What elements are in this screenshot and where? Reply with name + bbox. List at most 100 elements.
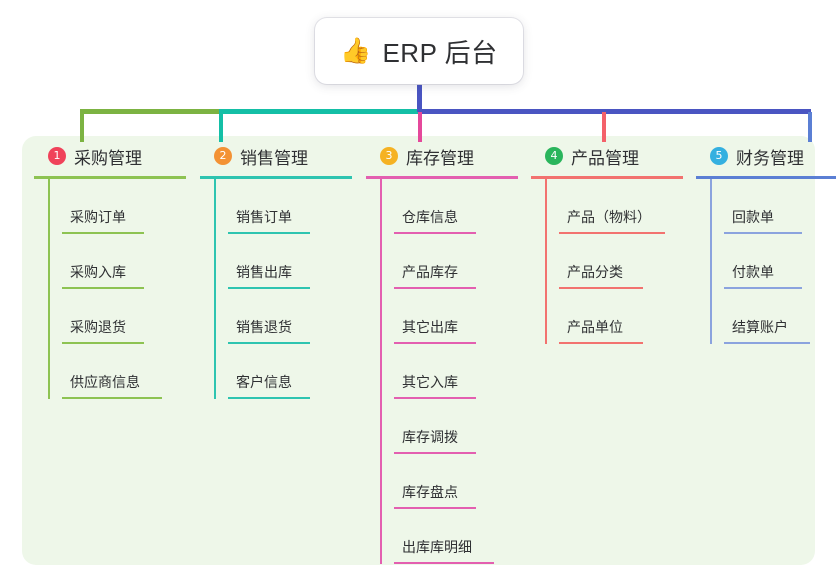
branch-spine-3 xyxy=(380,179,382,564)
leaf-item-label: 销售出库 xyxy=(236,264,292,280)
leaf-item-underline xyxy=(394,342,476,344)
leaf-item-underline xyxy=(228,232,310,234)
leaf-item[interactable]: 库存盘点 xyxy=(380,454,518,509)
leaf-item[interactable]: 采购订单 xyxy=(48,179,186,234)
leaf-item-underline xyxy=(62,232,144,234)
branch-header-2[interactable]: 2 销售管理 xyxy=(200,142,352,170)
root-node-content: 👍 ERP 后台 xyxy=(340,33,497,70)
root-node[interactable]: 👍 ERP 后台 xyxy=(315,18,523,84)
branch-column-1: 1 采购管理采购订单采购入库采购退货供应商信息 xyxy=(34,142,186,399)
branches-panel xyxy=(22,136,815,565)
leaf-item-label: 库存调拨 xyxy=(402,429,458,445)
branch-badge-2: 2 xyxy=(214,147,232,165)
leaf-item[interactable]: 产品单位 xyxy=(545,289,683,344)
leaf-item-underline xyxy=(559,342,643,344)
branch-spine-5 xyxy=(710,179,712,344)
branch-title-3: 库存管理 xyxy=(406,148,474,168)
branch-header-4[interactable]: 4 产品管理 xyxy=(531,142,683,170)
leaf-item-label: 付款单 xyxy=(732,264,774,280)
leaf-item-label: 采购退货 xyxy=(70,319,126,335)
leaf-item[interactable]: 采购入库 xyxy=(48,234,186,289)
leaf-item-label: 采购订单 xyxy=(70,209,126,225)
leaf-item-label: 出库库明细 xyxy=(402,539,472,555)
leaf-item[interactable]: 产品库存 xyxy=(380,234,518,289)
branch-column-5: 5 财务管理回款单付款单结算账户 xyxy=(696,142,836,344)
leaf-item-underline xyxy=(228,397,310,399)
leaf-item[interactable]: 销售订单 xyxy=(214,179,352,234)
branch-header-5[interactable]: 5 财务管理 xyxy=(696,142,836,170)
branch-underline-2 xyxy=(200,176,352,179)
leaf-item[interactable]: 库存调拨 xyxy=(380,399,518,454)
leaf-item-underline xyxy=(724,287,802,289)
branch-stub-5 xyxy=(808,112,812,142)
leaf-item[interactable]: 出库库明细 xyxy=(380,509,518,564)
leaf-item[interactable]: 供应商信息 xyxy=(48,344,186,399)
leaf-item-underline xyxy=(394,452,476,454)
branch-stub-3 xyxy=(418,112,422,142)
branch-title-2: 销售管理 xyxy=(240,148,308,168)
leaf-item-label: 销售订单 xyxy=(236,209,292,225)
leaf-item[interactable]: 仓库信息 xyxy=(380,179,518,234)
branch-stub-1 xyxy=(80,112,84,142)
leaf-item-label: 回款单 xyxy=(732,209,774,225)
leaf-item[interactable]: 结算账户 xyxy=(710,289,836,344)
branch-spine-4 xyxy=(545,179,547,344)
branch-items-2: 销售订单销售出库销售退货客户信息 xyxy=(200,179,352,399)
thumbs-up-icon: 👍 xyxy=(340,36,372,65)
leaf-item[interactable]: 销售出库 xyxy=(214,234,352,289)
branch-stub-4 xyxy=(602,112,606,142)
leaf-item-label: 客户信息 xyxy=(236,374,292,390)
leaf-item-underline xyxy=(228,287,310,289)
root-node-title: ERP 后台 xyxy=(382,37,498,68)
leaf-item-label: 仓库信息 xyxy=(402,209,458,225)
root-trunk-connector xyxy=(417,80,422,112)
branch-underline-1 xyxy=(34,176,186,179)
leaf-item-label: 产品（物料） xyxy=(567,209,651,225)
branch-column-4: 4 产品管理产品（物料） 产品分类产品单位 xyxy=(531,142,683,344)
leaf-item-underline xyxy=(394,232,476,234)
leaf-item-label: 其它出库 xyxy=(402,319,458,335)
branch-items-5: 回款单付款单结算账户 xyxy=(696,179,836,344)
leaf-item-underline xyxy=(62,342,144,344)
leaf-item[interactable]: 产品（物料） xyxy=(545,179,683,234)
branch-badge-1: 1 xyxy=(48,147,66,165)
branch-title-1: 采购管理 xyxy=(74,148,142,168)
leaf-item[interactable]: 销售退货 xyxy=(214,289,352,344)
leaf-item[interactable]: 其它出库 xyxy=(380,289,518,344)
bus-segment-1 xyxy=(80,109,220,114)
branch-column-2: 2 销售管理销售订单销售出库销售退货客户信息 xyxy=(200,142,352,399)
branch-items-3: 仓库信息产品库存其它出库其它入库库存调拨库存盘点出库库明细 xyxy=(366,179,518,564)
branch-title-4: 产品管理 xyxy=(571,148,639,168)
branch-underline-5 xyxy=(696,176,836,179)
leaf-item-underline xyxy=(394,287,476,289)
branch-items-4: 产品（物料） 产品分类产品单位 xyxy=(531,179,683,344)
leaf-item-underline xyxy=(394,562,494,564)
branch-badge-4: 4 xyxy=(545,147,563,165)
leaf-item[interactable]: 产品分类 xyxy=(545,234,683,289)
leaf-item[interactable]: 客户信息 xyxy=(214,344,352,399)
branch-underline-3 xyxy=(366,176,518,179)
leaf-item-underline xyxy=(62,397,162,399)
branch-spine-1 xyxy=(48,179,50,399)
leaf-item-label: 结算账户 xyxy=(732,319,788,335)
leaf-item-underline xyxy=(724,342,810,344)
leaf-item-underline xyxy=(62,287,144,289)
leaf-item-label: 供应商信息 xyxy=(70,374,140,390)
leaf-item[interactable]: 付款单 xyxy=(710,234,836,289)
branch-stub-2 xyxy=(219,112,223,142)
leaf-item[interactable]: 回款单 xyxy=(710,179,836,234)
branch-badge-5: 5 xyxy=(710,147,728,165)
leaf-item-label: 采购入库 xyxy=(70,264,126,280)
branch-title-5: 财务管理 xyxy=(736,148,804,168)
branch-header-1[interactable]: 1 采购管理 xyxy=(34,142,186,170)
leaf-item-underline xyxy=(559,287,643,289)
leaf-item[interactable]: 采购退货 xyxy=(48,289,186,344)
bus-segment-3 xyxy=(419,109,811,114)
leaf-item-label: 库存盘点 xyxy=(402,484,458,500)
bus-segment-2 xyxy=(219,109,421,114)
leaf-item-label: 产品单位 xyxy=(567,319,623,335)
leaf-item-underline xyxy=(394,397,476,399)
leaf-item[interactable]: 其它入库 xyxy=(380,344,518,399)
